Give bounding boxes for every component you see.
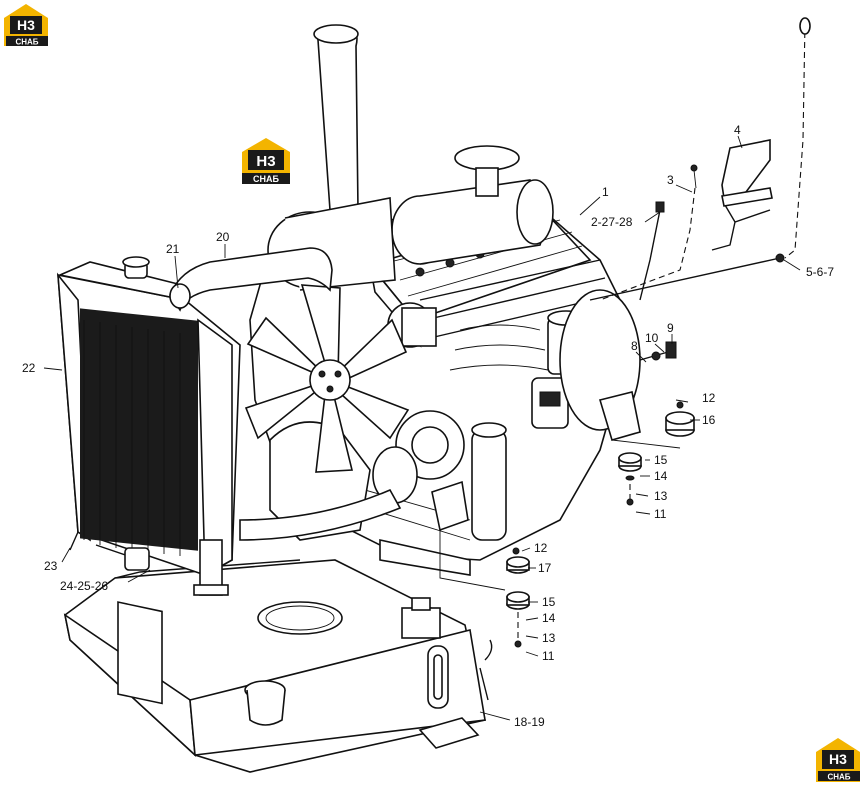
label-22: 22: [22, 361, 36, 375]
callout-labels: 1 2-27-28 3 4 5-6-7 8 10 9 12 16 15 14 1…: [22, 123, 834, 729]
brand-logo-top-left: H3 СНАБ: [4, 4, 48, 47]
cooling-fan: [244, 284, 410, 473]
label-20: 20: [216, 230, 230, 244]
label-13-right: 13: [654, 489, 668, 503]
radiator: [57, 256, 241, 596]
svg-text:H3: H3: [256, 153, 275, 170]
coolant-hoses: [169, 247, 402, 541]
svg-text:СНАБ: СНАБ: [253, 174, 279, 184]
label-4: 4: [734, 123, 741, 137]
label-2-27-28: 2-27-28: [591, 215, 633, 229]
svg-text:H3: H3: [17, 17, 35, 33]
leader-lines: [43, 135, 801, 721]
label-14-right: 14: [654, 469, 668, 483]
svg-text:СНАБ: СНАБ: [827, 773, 850, 782]
label-21: 21: [166, 242, 180, 256]
brand-logo-center: H3 СНАБ: [242, 138, 290, 184]
label-17: 17: [538, 561, 552, 575]
label-11-right: 11: [654, 507, 667, 521]
label-12-lower: 12: [534, 541, 548, 555]
label-24-25-26: 24-25-26: [60, 579, 108, 593]
svg-text:СНАБ: СНАБ: [15, 38, 38, 47]
label-13-lower: 13: [542, 631, 556, 645]
throttle-linkage: [589, 17, 811, 301]
label-15-lower: 15: [542, 595, 556, 609]
label-16: 16: [702, 413, 716, 427]
label-15-right: 15: [654, 453, 668, 467]
label-5-6-7: 5-6-7: [806, 265, 834, 279]
label-18-19: 18-19: [514, 715, 545, 729]
label-1: 1: [602, 185, 609, 199]
label-8: 8: [631, 339, 638, 353]
label-9: 9: [667, 321, 674, 335]
label-23: 23: [44, 559, 58, 573]
fuel-tank: [63, 559, 493, 773]
label-10: 10: [645, 331, 659, 345]
brand-logo-bottom-right: H3 СНАБ: [816, 738, 860, 782]
mounting-hardware: [439, 341, 695, 648]
label-11-lower: 11: [542, 649, 555, 663]
svg-text:H3: H3: [829, 751, 847, 767]
label-14-lower: 14: [542, 611, 556, 625]
label-12-right: 12: [702, 391, 716, 405]
label-3: 3: [667, 173, 674, 187]
engine-block: [249, 24, 641, 576]
